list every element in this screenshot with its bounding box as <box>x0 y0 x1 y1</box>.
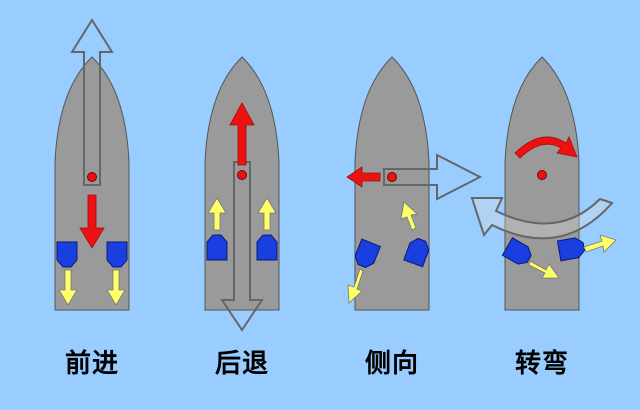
motion-arrow-up <box>229 102 255 166</box>
thruster-left <box>354 238 382 269</box>
thrust-arrow-right <box>257 197 277 231</box>
thrust-arrow-left <box>528 260 560 279</box>
motion-arrow-left <box>346 166 381 188</box>
panel-forward <box>54 18 130 311</box>
caption-turning: 转弯 <box>514 349 569 379</box>
thrust-arrow-left <box>347 268 364 304</box>
motion-arrow-down <box>79 194 105 249</box>
resultant-arrow-up <box>70 18 114 186</box>
thruster-left <box>56 241 78 268</box>
panel-turning <box>470 56 617 311</box>
ship-hull <box>504 56 580 311</box>
resultant-arrow-curved <box>470 197 614 240</box>
ship-hull <box>354 56 430 311</box>
resultant-arrow-right <box>383 153 483 201</box>
ship-hull <box>204 56 280 311</box>
thruster-right <box>403 237 430 268</box>
thruster-right <box>256 234 278 261</box>
thruster-left <box>206 234 228 261</box>
caption-sideways: 侧向 <box>364 349 419 379</box>
thrust-arrow-right <box>400 201 418 231</box>
panel-sideways <box>346 56 483 311</box>
thruster-left <box>501 237 532 265</box>
caption-forward: 前进 <box>64 349 119 379</box>
thrust-arrow-left <box>58 269 78 306</box>
resultant-arrow-down <box>220 161 264 332</box>
rotation-arrow <box>514 136 578 159</box>
center-of-mass <box>237 170 247 180</box>
thrust-arrow-left <box>207 197 227 231</box>
thrust-arrow-right <box>583 234 617 253</box>
thruster-right <box>106 241 128 268</box>
center-of-mass <box>87 172 97 182</box>
center-of-mass <box>387 172 397 182</box>
panel-backward <box>204 56 280 332</box>
thruster-right <box>556 237 586 262</box>
caption-backward: 后退 <box>214 349 269 379</box>
center-of-mass <box>537 170 547 180</box>
thrust-arrow-right <box>106 269 126 306</box>
